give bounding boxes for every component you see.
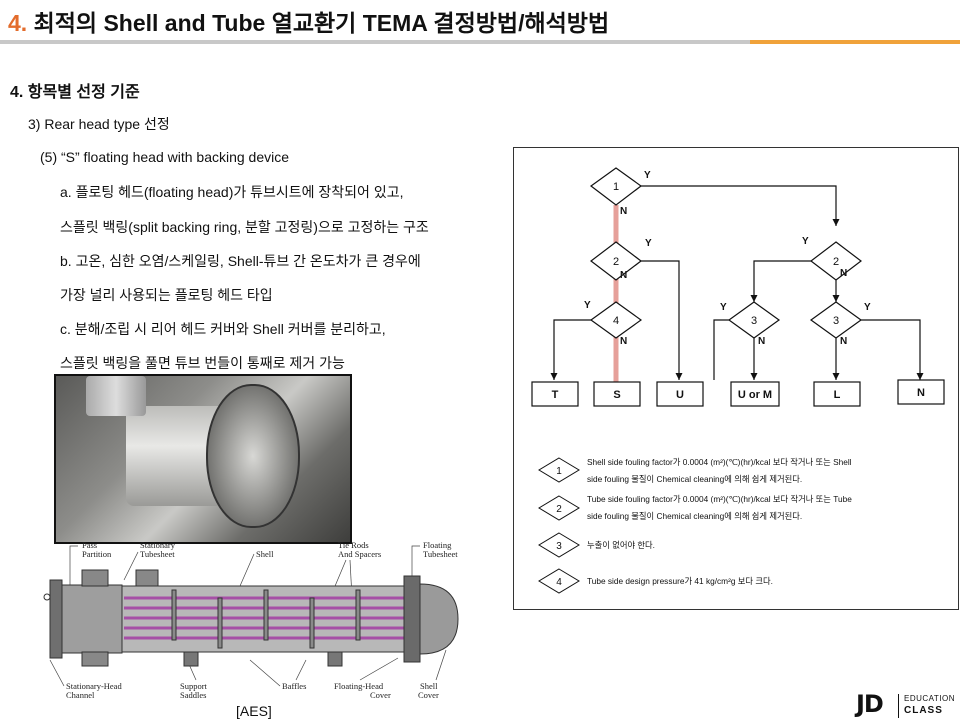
legend-2-line-1: Tube side fouling factor가 0.0004 (m²)(℃)… <box>587 494 852 504</box>
decision-4-label: 4 <box>613 315 619 327</box>
heat-exchanger-photo <box>54 374 352 544</box>
bullet-b-line2: 가장 널리 사용되는 플로팅 헤드 타입 <box>60 287 273 303</box>
no-label-3b: N <box>840 336 847 347</box>
outcome-N: N <box>917 387 925 399</box>
no-label-2b: N <box>840 268 847 279</box>
label-pass-partition-1: Pass <box>82 540 97 550</box>
title-underline <box>0 40 960 44</box>
label-shell: Shell <box>256 549 274 559</box>
legend-2-line-2: side fouling 물질이 Chemical cleaning에 의해 쉽… <box>587 511 802 521</box>
outcome-S: S <box>613 389 620 401</box>
label-stationary-tubesheet-2: Tubesheet <box>140 549 175 559</box>
yes-label-3: Y <box>720 302 727 313</box>
decision-2b-label: 2 <box>833 256 839 268</box>
section-heading: 4. 항목별 선정 기준 <box>10 84 140 101</box>
label-stationary-tubesheet-1: Stationary <box>140 540 176 550</box>
bullet-a-line2: 스플릿 백링(split backing ring, 분할 고정링)으로 고정하… <box>60 219 429 235</box>
decision-1-label: 1 <box>613 181 619 193</box>
no-label-2: N <box>620 270 627 281</box>
outcome-U-or-M: U or M <box>738 389 772 401</box>
decision-3b-label: 3 <box>833 315 839 327</box>
diagram-caption: [AES] <box>236 703 272 719</box>
yes-label-2: Y <box>645 238 652 249</box>
legend-3-line-1: 누출이 없어야 한다. <box>587 540 655 550</box>
bullet-c-line1: c. 분해/조립 시 리어 헤드 커버와 Shell 커버를 분리하고, <box>60 321 386 337</box>
label-support-saddles-2: Saddles <box>180 690 206 700</box>
label-tie-rods-2: And Spacers <box>338 549 381 559</box>
item-heading: (5) “S” floating head with backing devic… <box>40 149 290 165</box>
outcome-L: L <box>834 389 841 401</box>
brand-logo: JD EDUCATION CLASS <box>856 690 955 718</box>
label-pass-partition-2: Partition <box>82 549 112 559</box>
label-stationary-head-2: Channel <box>66 690 95 700</box>
label-support-saddles-1: Support <box>180 681 208 691</box>
label-tie-rods-1: Tie Rods <box>338 540 369 550</box>
legend-3-num: 3 <box>556 541 562 552</box>
yes-label-4: Y <box>584 300 591 311</box>
title-text: 최적의 Shell and Tube 열교환기 TEMA 결정방법/해석방법 <box>33 10 610 36</box>
page-title: 4. 최적의 Shell and Tube 열교환기 TEMA 결정방법/해석방… <box>8 4 609 38</box>
yes-label-3b: Y <box>864 302 871 313</box>
selection-flowchart: 1 2 4 2 3 3 Y N Y N Y N Y N Y N Y N <box>513 147 959 610</box>
legend-1-line-1: Shell side fouling factor가 0.0004 (m²)(℃… <box>587 457 852 467</box>
no-label-3: N <box>758 336 765 347</box>
no-label-1: N <box>620 206 627 217</box>
bullet-c-line2: 스플릿 백링을 풀면 튜브 번들이 통째로 제거 가능 <box>60 355 345 371</box>
no-label-4: N <box>620 336 627 347</box>
legend-4-line-1: Tube side design pressure가 41 kg/cm²g 보다… <box>587 576 773 586</box>
label-stationary-head-1: Stationary-Head <box>66 681 122 691</box>
label-shell-cover-2: Cover <box>418 690 439 700</box>
legend-1-line-2: side fouling 물질이 Chemical cleaning에 의해 쉽… <box>587 474 802 484</box>
label-floating-head-cover-2: Cover <box>370 690 391 700</box>
title-number: 4. <box>8 10 28 36</box>
label-floating-tubesheet-2: Tubesheet <box>423 549 458 559</box>
outcome-U: U <box>676 389 684 401</box>
label-floating-tubesheet-1: Floating <box>423 540 452 550</box>
label-floating-head-cover-1: Floating-Head <box>334 681 384 691</box>
bullet-b-line1: b. 고온, 심한 오염/스케일링, Shell-튜브 간 온도차가 큰 경우에 <box>60 253 421 269</box>
logo-class: CLASS <box>904 705 943 716</box>
label-baffles: Baffles <box>282 681 306 691</box>
bullet-a-line1: a. 플로팅 헤드(floating head)가 튜브시트에 장착되어 있고, <box>60 184 404 200</box>
yes-label-2b: Y <box>802 236 809 247</box>
yes-label-1: Y <box>644 170 651 181</box>
logo-mark: JD <box>856 690 884 718</box>
decision-2-label: 2 <box>613 256 619 268</box>
legend-1-num: 1 <box>556 466 562 477</box>
title-underline-accent <box>750 40 960 44</box>
label-shell-cover-1: Shell <box>420 681 438 691</box>
logo-education: EDUCATION <box>904 694 956 703</box>
subsection-heading: 3) Rear head type 선정 <box>28 116 170 132</box>
outcome-T: T <box>552 389 559 401</box>
aes-exchanger-diagram: Pass Partition Stationary Tubesheet Shel… <box>43 540 459 700</box>
legend-2-num: 2 <box>556 504 562 515</box>
legend-4-num: 4 <box>556 577 562 588</box>
decision-3-label: 3 <box>751 315 757 327</box>
flowchart-svg: 1 2 4 2 3 3 Y N Y N Y N Y N Y N Y N <box>531 167 945 594</box>
